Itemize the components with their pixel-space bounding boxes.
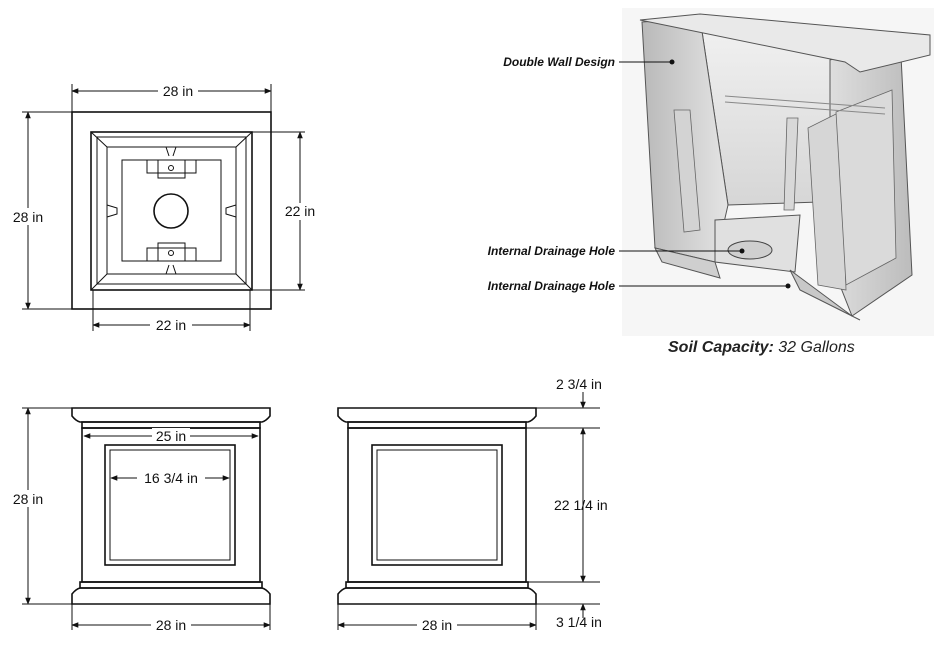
drain-hole: [153, 193, 189, 229]
front-view: 28 in 25 in 16 3/4 in 28 in: [8, 407, 271, 634]
callout-drainage-2: Internal Drainage Hole: [488, 279, 616, 293]
outer-rim: [71, 111, 272, 310]
top-height-label: 28 in: [13, 209, 43, 225]
body-height-label: 22 1/4 in: [554, 497, 608, 513]
side-base-width-label: 28 in: [422, 617, 452, 633]
base-height-label: 3 1/4 in: [556, 614, 602, 630]
top-view: 28 in 28 in 22 in 22 in: [8, 82, 322, 333]
inner-height-label: 22 in: [285, 203, 315, 219]
panel-width-label: 25 in: [156, 428, 186, 444]
callout-double-wall: Double Wall Design: [503, 55, 615, 69]
side-view: 28 in 2 3/4 in 22 1/4 in 3 1/4 in: [337, 376, 608, 634]
soil-capacity: Soil Capacity: 32 Gallons: [668, 339, 855, 356]
callout-drainage-1: Internal Drainage Hole: [488, 244, 616, 258]
top-width-label: 28 in: [163, 83, 193, 99]
front-height-label: 28 in: [13, 491, 43, 507]
cutaway-view: Double Wall Design Internal Drainage Hol…: [488, 8, 934, 356]
soil-capacity-value: 32 Gallons: [774, 339, 855, 356]
inset-width-label: 16 3/4 in: [144, 470, 198, 486]
soil-capacity-label: Soil Capacity:: [668, 339, 774, 356]
inner-width-label: 22 in: [156, 317, 186, 333]
cap-height-label: 2 3/4 in: [556, 376, 602, 392]
front-base-width-label: 28 in: [156, 617, 186, 633]
inner-rim: [90, 131, 253, 291]
